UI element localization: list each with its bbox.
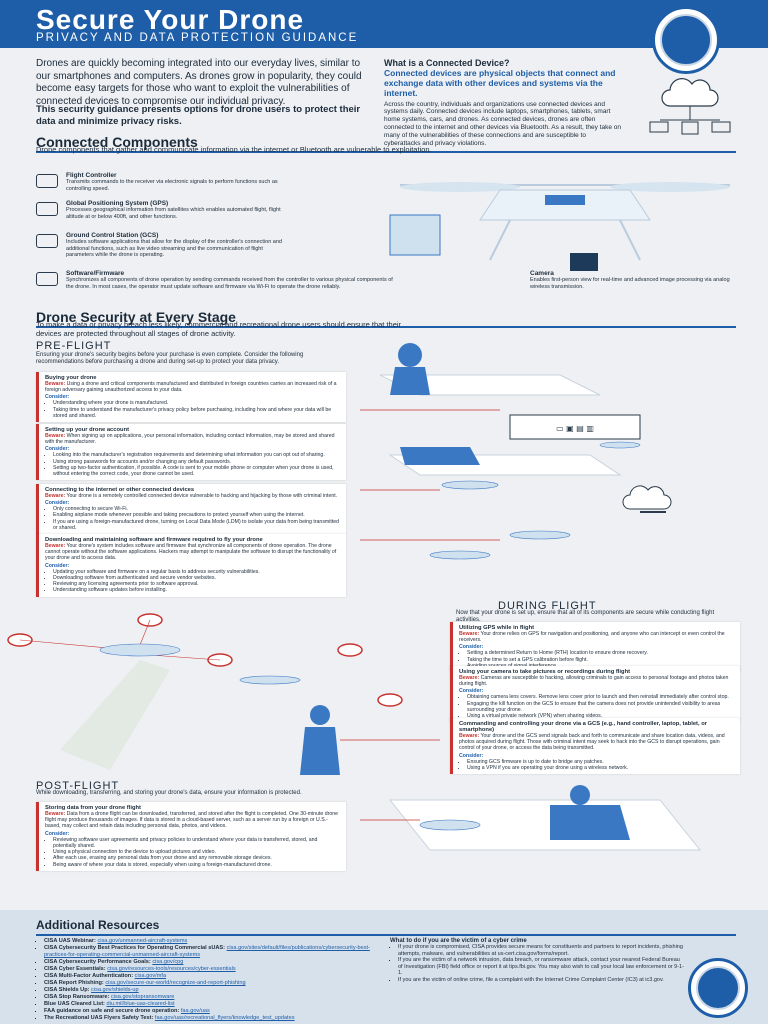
- duringflight-subtitle: Now that your drone is set up, ensure th…: [456, 610, 715, 624]
- card-camera-flight: Using your camera to take pictures or re…: [450, 666, 740, 723]
- resource-item: CISA Shields Up: cisa.gov/shields-up: [44, 987, 376, 994]
- component-software: Software/Firmware Synchronizes all compo…: [36, 270, 396, 290]
- component-gcs: Ground Control Station (GCS) Includes so…: [36, 232, 286, 259]
- component-camera: Camera Enables first-person view for rea…: [530, 270, 730, 290]
- resource-link[interactable]: faa.gov/uas/recreational_flyers/knowledg…: [154, 1014, 295, 1021]
- component-gps: Global Positioning System (GPS) Processe…: [36, 200, 286, 220]
- resource-link[interactable]: cisa.gov/mfa: [134, 972, 167, 979]
- resource-item: CISA Multi-Factor Authentication: cisa.g…: [44, 973, 376, 980]
- resource-link[interactable]: cisa.gov/cpg: [152, 958, 184, 965]
- card-storing-data: Storing data from your drone flight Bewa…: [36, 802, 346, 871]
- resource-link[interactable]: cisa.gov/stopransomware: [110, 993, 175, 1000]
- drone-illustration: [389, 182, 730, 271]
- consider-list: Obtaining camera lens covers. Remove len…: [459, 694, 734, 719]
- card-buying-drone: Buying your drone Beware: Using a drone …: [36, 372, 346, 423]
- resource-item: CISA Report Phishing: cisa.gov/secure-ou…: [44, 980, 376, 987]
- connected-device-box: What is a Connected Device? Connected de…: [384, 58, 624, 147]
- preflight-title: PRE-FLIGHT: [36, 340, 112, 352]
- cloud-network-illustration: [649, 78, 731, 135]
- resource-item: CISA Cybersecurity Performance Goals: ci…: [44, 959, 376, 966]
- resource-item: CISA Stop Ransomware: cisa.gov/stopranso…: [44, 994, 376, 1001]
- consider-list: Understanding where your drone is manufa…: [45, 400, 340, 419]
- resource-link[interactable]: faa.gov/uas: [180, 1007, 210, 1014]
- victim-title: What to do if you are the victim of a cy…: [390, 938, 527, 944]
- resource-item: CISA Cybersecurity Best Practices for Op…: [44, 945, 376, 959]
- resource-item: CISA UAS Webinar: cisa.gov/unmanned-airc…: [44, 938, 376, 945]
- card-gcs-flight: Commanding and controlling your drone vi…: [450, 718, 740, 775]
- intro-text: Drones are quickly becoming integrated i…: [36, 58, 362, 107]
- resources-title: Additional Resources: [36, 918, 160, 932]
- security-divider: [36, 326, 736, 328]
- victim-item: If you are the victim of online crime, f…: [398, 977, 685, 984]
- components-divider: [36, 151, 736, 153]
- consider-list: Only connecting to secure Wi-Fi. Enablin…: [45, 506, 340, 531]
- consider-list: Reviewing software user agreements and p…: [45, 837, 340, 868]
- consider-list: Setting a determined Return to Home (RTH…: [459, 650, 734, 669]
- resource-link[interactable]: cisa.gov/unmanned-aircraft-systems: [97, 938, 188, 944]
- svg-text:▭ ▣ ▤ ▥: ▭ ▣ ▤ ▥: [556, 424, 594, 433]
- victim-item: If your drone is compromised, CISA provi…: [398, 944, 685, 957]
- component-flight-controller: Flight Controller Transmits commands to …: [36, 172, 286, 192]
- card-gps-flight: Utilizing GPS while in flight Beware: Yo…: [450, 622, 740, 673]
- header-banner: Secure Your Drone PRIVACY AND DATA PROTE…: [0, 0, 768, 48]
- resource-item: FAA guidance on safe and secure drone op…: [44, 1008, 376, 1015]
- victim-item: If you are the victim of a network intru…: [398, 957, 685, 977]
- connected-device-question: What is a Connected Device?: [384, 58, 510, 68]
- components-title: Connected Components: [36, 134, 198, 150]
- victim-list: If your drone is compromised, CISA provi…: [390, 944, 685, 984]
- postflight-illustration: [360, 785, 702, 851]
- resources-list: CISA UAS Webinar: cisa.gov/unmanned-airc…: [36, 938, 376, 1022]
- connected-device-highlight: Connected devices are physical objects t…: [384, 68, 616, 99]
- page-title: Secure Your Drone: [36, 4, 305, 35]
- resource-item: The Recreational UAS Flyers Safety Test:…: [44, 1015, 376, 1022]
- resource-link[interactable]: cisa.gov/sites/default/files/publication…: [44, 944, 370, 958]
- victim-box: What to do if you are the victim of a cy…: [390, 938, 685, 984]
- page-subtitle: PRIVACY AND DATA PROTECTION GUIDANCE: [36, 32, 359, 44]
- software-icon: [36, 272, 58, 286]
- consider-list: Updating your software and firmware on a…: [45, 569, 340, 594]
- resource-link[interactable]: diu.mil/blue-uas-cleared-list: [106, 1000, 175, 1007]
- postflight-subtitle: While downloading, transferring, and sto…: [36, 790, 302, 796]
- card-setup-account: Setting up your drone account Beware: Wh…: [36, 424, 346, 481]
- resource-link[interactable]: cisa.gov/resources-tools/resources/cyber…: [107, 965, 236, 972]
- card-connecting-internet: Connecting to the internet or other conn…: [36, 484, 346, 535]
- agency-seal-bottom-icon: [688, 958, 748, 1018]
- resource-link[interactable]: cisa.gov/secure-our-world/recognize-and-…: [105, 979, 246, 986]
- resource-item: Blue UAS Cleared List: diu.mil/blue-uas-…: [44, 1001, 376, 1008]
- gps-icon: [36, 202, 58, 216]
- security-subtitle: To make a data or privacy breach less li…: [36, 320, 402, 338]
- preflight-illustration: ▭ ▣ ▤ ▥: [360, 343, 672, 560]
- preflight-subtitle: Ensuring your drone's security begins be…: [36, 352, 304, 366]
- duringflight-title: DURING FLIGHT: [498, 600, 597, 612]
- consider-list: Looking into the manufacturer's registra…: [45, 452, 340, 477]
- gcs-controller-icon: [36, 234, 58, 248]
- card-software-firmware: Downloading and maintaining software and…: [36, 534, 346, 597]
- consider-list: Ensuring GCS firmware is up to date to b…: [459, 759, 734, 771]
- agency-seal-icon: [652, 6, 720, 74]
- components-subtitle: Drone components that gather and communi…: [36, 145, 432, 154]
- duringflight-illustration: [7, 613, 440, 775]
- flight-controller-icon: [36, 174, 58, 188]
- intro-bold-text: This security guidance presents options …: [36, 104, 361, 127]
- resource-link[interactable]: cisa.gov/shields-up: [91, 986, 139, 993]
- resource-item: CISA Cyber Essentials: cisa.gov/resource…: [44, 966, 376, 973]
- resources-panel: [0, 910, 768, 1024]
- security-title: Drone Security at Every Stage: [36, 309, 236, 325]
- resources-divider: [36, 934, 736, 936]
- postflight-title: POST-FLIGHT: [36, 780, 120, 792]
- connected-device-text: Across the country, individuals and orga…: [384, 100, 622, 147]
